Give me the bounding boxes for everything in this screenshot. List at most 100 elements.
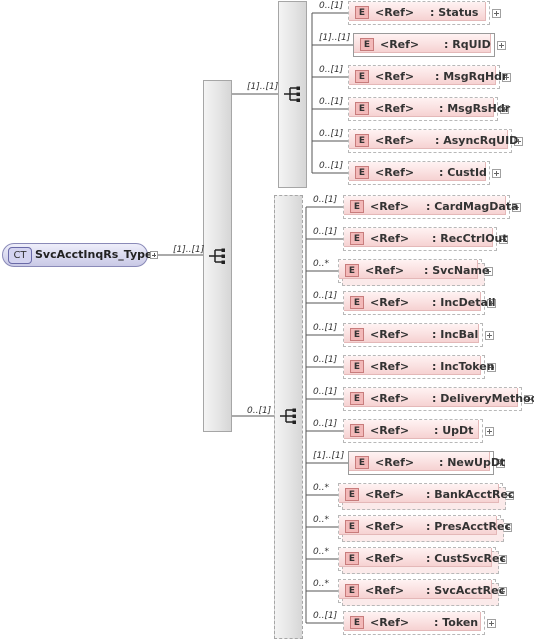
element-name: : NewUpDt (439, 456, 506, 469)
element-node[interactable]: E<Ref>: PresAcctRec (338, 515, 511, 542)
element-name: : Status (430, 6, 479, 19)
bottom-sequence-block (274, 195, 303, 639)
element-ref-label: <Ref> (370, 328, 410, 341)
element-node[interactable]: E <Ref> : Status (348, 1, 490, 25)
expand-icon[interactable] (485, 427, 494, 436)
expand-icon[interactable] (524, 395, 533, 404)
element-ref-label: <Ref> (375, 134, 415, 147)
element-node[interactable]: E<Ref>: CustSvcRec (338, 547, 506, 574)
element-node[interactable]: E<Ref>: Token (343, 611, 485, 635)
element-node[interactable]: E <Ref> : IncToken (343, 355, 495, 379)
element-node-body (344, 324, 479, 343)
expand-icon[interactable] (487, 619, 496, 628)
expand-icon[interactable] (514, 137, 523, 146)
expand-icon[interactable] (492, 169, 501, 178)
element-icon: E (350, 360, 364, 373)
element-node[interactable]: E <Ref> : UpDt (343, 419, 483, 443)
element-node-body (344, 292, 481, 311)
occurrence-label: 0..* (313, 483, 329, 493)
element-ref-label: <Ref> (365, 264, 405, 277)
element-node[interactable]: E<Ref>: IncDetail (343, 291, 496, 315)
expand-icon[interactable] (500, 105, 509, 114)
complex-type-node[interactable]: CT SvcAcctInqRs_Type (2, 243, 152, 267)
occurrence-label: 0..* (313, 515, 329, 525)
element-node[interactable]: E<Ref>: IncBal (343, 323, 483, 347)
occurrence-label: 0..* (313, 547, 329, 557)
occurrence-label: 0..[1] (313, 227, 338, 237)
element-node[interactable]: E<Ref>: RqUID (353, 33, 495, 57)
element-icon: E (345, 584, 359, 597)
element-ref-label: <Ref> (370, 360, 410, 373)
occurrence-label: [1]..[1] (313, 451, 345, 461)
element-name: : MsgRqHdr (435, 70, 508, 83)
element-node-body (349, 452, 490, 471)
element-name: : UpDt (434, 424, 474, 437)
element-ref-label: <Ref> (375, 70, 415, 83)
element-node-body (349, 2, 486, 21)
occurrence-label: 0..[1] (313, 611, 338, 621)
expand-icon[interactable] (487, 363, 496, 372)
element-name: : DeliveryMethod (432, 392, 534, 405)
element-icon: E (345, 520, 359, 533)
element-icon: E (360, 38, 374, 51)
element-node[interactable]: E<Ref>: SvcAcctRec (338, 579, 505, 606)
element-ref-label: <Ref> (370, 424, 410, 437)
element-node[interactable]: E<Ref>: SvcName (338, 259, 489, 286)
expand-icon[interactable] (512, 203, 521, 212)
occurrence-label: [1]..[1] (319, 33, 351, 43)
element-name: : PresAcctRec (426, 520, 511, 533)
element-node-body (339, 260, 478, 279)
element-icon: E (355, 166, 369, 179)
root-occurrence: [1]..[1] (173, 245, 205, 255)
element-icon: E (355, 134, 369, 147)
element-node[interactable]: E<Ref>: MsgRqHdr (348, 65, 507, 89)
element-node[interactable]: E<Ref>: RecCtrlOut (343, 227, 508, 251)
element-node[interactable]: E<Ref>: NewUpDt (348, 451, 505, 475)
expand-icon[interactable] (497, 41, 506, 50)
element-name: : MsgRsHdr (439, 102, 511, 115)
element-icon: E (350, 424, 364, 437)
occurrence-label: 0..[1] (313, 195, 338, 205)
element-ref-label: <Ref> (370, 200, 410, 213)
element-node-body (339, 580, 492, 599)
element-node-body (339, 516, 497, 535)
occurrence-label: 0..* (313, 579, 329, 589)
occurrence-label: 0..[1] (313, 323, 338, 333)
element-ref-label: <Ref> (370, 392, 410, 405)
sequence-compositor-icon (280, 408, 296, 424)
expand-icon[interactable] (485, 331, 494, 340)
element-icon: E (355, 102, 369, 115)
occurrence-label: 0..[1] (319, 161, 344, 171)
element-icon: E (350, 616, 364, 629)
element-icon: E (355, 6, 369, 19)
element-node[interactable]: E<Ref>: MsgRsHdr (348, 97, 510, 121)
element-node[interactable]: E<Ref>: CustId (348, 161, 490, 185)
element-ref-label: <Ref> (375, 6, 415, 19)
expand-icon[interactable] (502, 73, 511, 82)
expand-icon[interactable] (499, 235, 508, 244)
element-name: : AsyncRqUID (435, 134, 519, 147)
expand-icon[interactable] (487, 299, 496, 308)
element-node[interactable]: E<Ref>: CardMagData (343, 195, 519, 219)
element-ref-label: <Ref> (365, 488, 405, 501)
bottom-sequence-occurrence: 0..[1] (247, 406, 272, 416)
element-node[interactable]: E<Ref>: BankAcctRec (338, 483, 514, 510)
element-icon: E (345, 552, 359, 565)
occurrence-label: 0..[1] (319, 97, 344, 107)
element-node[interactable]: E <Ref> : AsyncRqUID (348, 129, 518, 153)
complex-type-icon: CT (8, 247, 32, 264)
element-icon: E (350, 200, 364, 213)
occurrence-label: 0..[1] (313, 419, 338, 429)
occurrence-label: 0..[1] (313, 355, 338, 365)
element-name: : IncToken (432, 360, 495, 373)
element-ref-label: <Ref> (370, 232, 410, 245)
expand-icon[interactable] (492, 9, 501, 18)
element-node-body (344, 388, 518, 407)
collapse-toggle-icon[interactable] (150, 251, 158, 259)
expand-icon[interactable] (496, 459, 505, 468)
element-node[interactable]: E<Ref>: DeliveryMethod (343, 387, 534, 411)
element-node-body (339, 484, 499, 503)
occurrence-label: 0..[1] (313, 387, 338, 397)
element-name: : CustId (439, 166, 487, 179)
